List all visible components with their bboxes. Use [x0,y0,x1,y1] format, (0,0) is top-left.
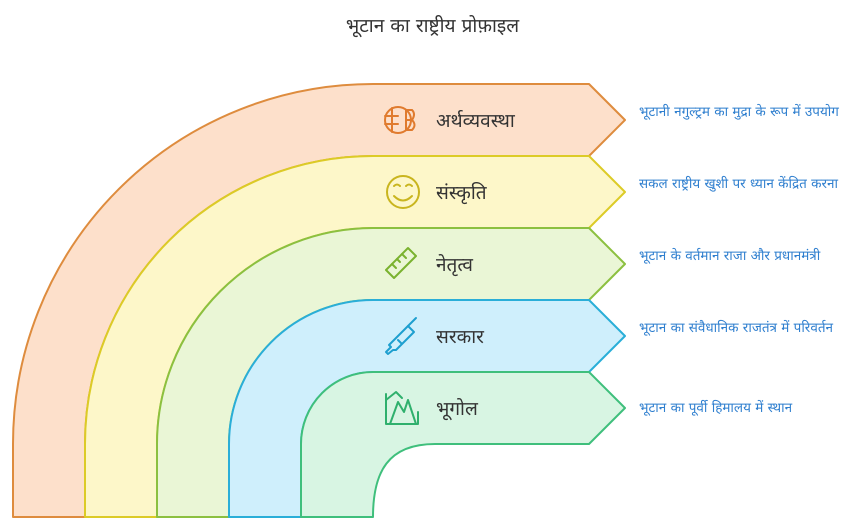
band-description-leadership: भूटान के वर्तमान राजा और प्रधानमंत्री [639,248,821,264]
band-label: संस्कृति [436,181,488,205]
band-label: भूगोल [436,397,479,421]
band-description-culture: सकल राष्ट्रीय खुशी पर ध्यान केंद्रित करन… [639,176,839,192]
smiley-icon [386,175,420,209]
band-label: नेतृत्व [436,253,473,277]
ruler-icon [385,247,417,279]
band-label: अर्थव्यवस्था [436,109,516,132]
mountain-icon [385,391,419,425]
page-title: भूटान का राष्ट्रीय प्रोफ़ाइल [345,15,520,37]
rifle-icon [385,317,417,355]
band-geography[interactable]: भूगोल [300,371,626,518]
currency-icon [384,106,416,134]
band-description-geography: भूटान का पूर्वी हिमालय में स्थान [639,400,793,416]
band-description-economy: भूटानी नगुल्ट्रम का मुद्रा के रूप में उप… [639,104,839,120]
band-label: सरकार [436,326,485,348]
band-economy[interactable]: अर्थव्यवस्था [12,83,626,518]
band-description-government: भूटान का संवैधानिक राजतंत्र में परिवर्तन [639,320,834,336]
